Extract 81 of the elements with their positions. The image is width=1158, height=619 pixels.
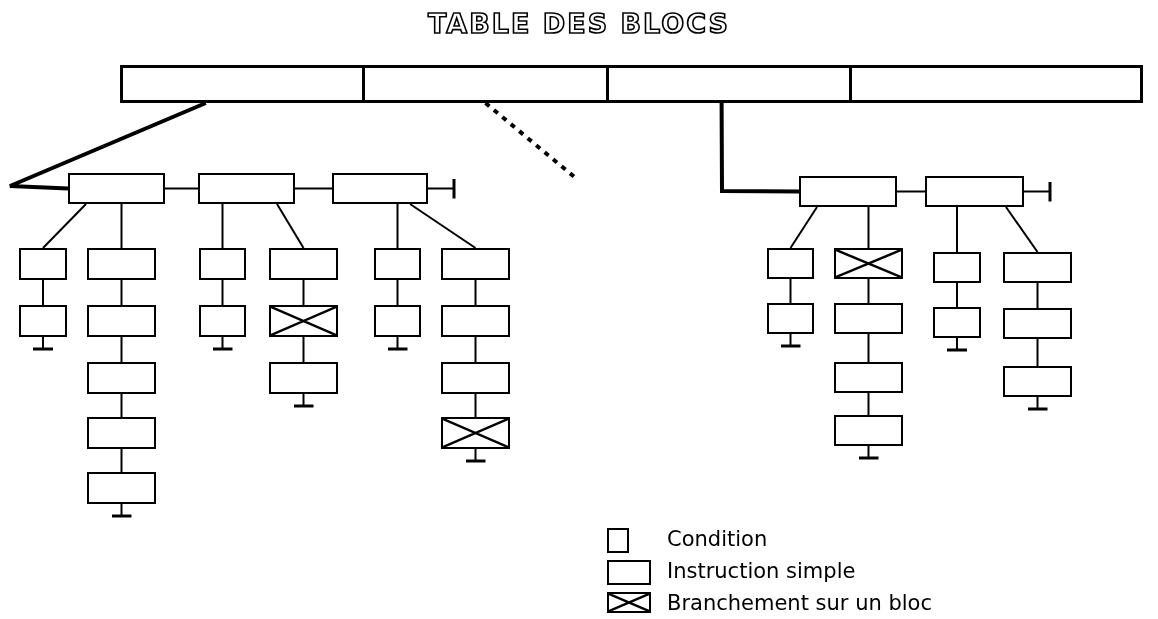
terminated-line bbox=[1023, 180, 1052, 203]
table-cell bbox=[606, 65, 852, 103]
title: TABLE DES BLOCS bbox=[426, 8, 732, 39]
connector-line bbox=[867, 333, 870, 363]
terminated-line bbox=[292, 393, 315, 408]
condition-box bbox=[199, 248, 246, 280]
condition-box bbox=[933, 252, 981, 283]
connector-line bbox=[789, 278, 792, 304]
terminated-line bbox=[464, 448, 487, 463]
connector-line bbox=[120, 336, 123, 363]
instruction-box bbox=[87, 305, 156, 337]
branch-box bbox=[834, 248, 903, 279]
table-cell bbox=[849, 65, 1143, 103]
terminated-line bbox=[1026, 396, 1049, 411]
instruction-box bbox=[834, 303, 903, 334]
connector-line bbox=[396, 203, 399, 249]
connector-line bbox=[164, 187, 199, 190]
connector-line bbox=[867, 278, 870, 304]
instruction-box bbox=[1003, 308, 1072, 339]
instruction-box bbox=[87, 248, 156, 280]
connector-line bbox=[1036, 338, 1039, 367]
terminated-line bbox=[386, 336, 409, 351]
terminated-line bbox=[427, 177, 456, 200]
connector-line bbox=[409, 203, 477, 249]
terminated-line bbox=[211, 336, 234, 351]
terminated-line bbox=[110, 503, 133, 518]
table-cell bbox=[362, 65, 609, 103]
condition-box bbox=[374, 305, 421, 337]
connector-line bbox=[221, 203, 224, 249]
condition-box bbox=[374, 248, 421, 280]
terminated-line bbox=[857, 445, 880, 460]
connector-line bbox=[302, 336, 305, 363]
connector-line bbox=[42, 203, 87, 249]
instruction-box bbox=[87, 362, 156, 394]
connector-line bbox=[474, 279, 477, 306]
terminated-line bbox=[779, 333, 802, 348]
connector-line bbox=[221, 279, 224, 306]
condition-box bbox=[199, 305, 246, 337]
connector-line bbox=[120, 393, 123, 418]
condition-box bbox=[933, 307, 981, 338]
instruction-box bbox=[1003, 252, 1072, 283]
legend-label: Branchement sur un bloc bbox=[667, 591, 932, 615]
connector-line bbox=[1036, 282, 1039, 309]
condition-box bbox=[19, 305, 67, 337]
connector-line bbox=[396, 279, 399, 306]
condition-box bbox=[767, 248, 814, 279]
instruction-box bbox=[441, 248, 510, 280]
terminated-line bbox=[31, 336, 55, 351]
instruction-box bbox=[834, 415, 903, 446]
connector-line bbox=[120, 279, 123, 306]
connector-line bbox=[294, 187, 333, 190]
legend-label: Instruction simple bbox=[667, 559, 856, 583]
connector-line bbox=[42, 279, 44, 306]
connector-line bbox=[789, 206, 818, 249]
connector-line bbox=[474, 393, 477, 418]
connector-line bbox=[474, 336, 477, 363]
condition-box bbox=[767, 303, 814, 334]
connector-line bbox=[1005, 206, 1039, 253]
connector-line bbox=[956, 282, 958, 308]
branch-box bbox=[269, 305, 338, 337]
connector-line bbox=[867, 206, 870, 249]
connector-line bbox=[867, 392, 870, 416]
connector-line bbox=[896, 190, 926, 193]
terminated-line bbox=[945, 337, 969, 352]
connector-line bbox=[120, 448, 123, 473]
instruction-box bbox=[269, 248, 338, 280]
branch-box bbox=[441, 417, 510, 449]
instruction-box bbox=[269, 362, 338, 394]
table-cell bbox=[120, 65, 365, 103]
instruction-box bbox=[87, 417, 156, 449]
instruction-box bbox=[441, 362, 510, 394]
connector-line bbox=[302, 279, 305, 306]
connector-line bbox=[956, 206, 958, 253]
instruction-box bbox=[441, 305, 510, 337]
connector-line bbox=[276, 203, 305, 249]
instruction-box bbox=[1003, 366, 1072, 397]
instruction-box bbox=[834, 362, 903, 393]
instruction-box bbox=[87, 472, 156, 504]
condition-box bbox=[19, 248, 67, 280]
legend-label: Condition bbox=[667, 527, 768, 551]
connector-line bbox=[120, 203, 123, 249]
